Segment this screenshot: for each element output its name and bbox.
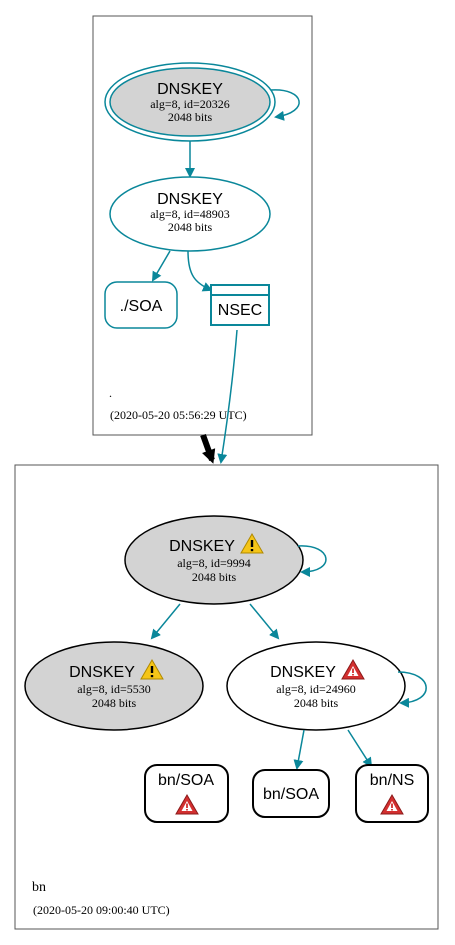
node-bn-dnskey-5530-bits: 2048 bits <box>92 696 137 710</box>
zone-box-bn <box>14 464 439 930</box>
error-icon <box>380 794 404 815</box>
zone-box-root <box>92 15 313 436</box>
node-bn-soa[interactable]: bn/SOA <box>252 769 330 818</box>
edge-bn-right-soa <box>293 729 305 770</box>
zone-name-root: . <box>109 386 112 400</box>
node-bn-soa-error-label: bn/SOA <box>158 772 214 789</box>
node-bn-ksk-bits: 2048 bits <box>192 570 237 584</box>
edge-bn-dnskey-24960-self <box>397 671 427 708</box>
node-bn-dnskey-24960[interactable]: DNSKEY alg=8, id=24960 2048 bits <box>226 641 406 731</box>
node-bn-ns-label: bn/NS <box>370 772 414 789</box>
node-bn-dnskey-24960-title: DNSKEY <box>270 664 336 681</box>
node-bn-dnskey-5530-title: DNSKEY <box>69 664 135 681</box>
zone-name-bn: bn <box>32 880 46 895</box>
node-bn-dnskey-24960-alg: alg=8, id=24960 <box>276 682 356 696</box>
node-bn-dnskey-24960-bits: 2048 bits <box>294 696 339 710</box>
node-root-soa-label: ./SOA <box>120 298 163 315</box>
node-root-ksk-alg: alg=8, id=20326 <box>150 97 230 111</box>
warning-icon <box>240 533 264 554</box>
edge-root-ksk-self <box>270 89 300 121</box>
edge-bn-ksk-right <box>249 603 280 640</box>
node-bn-soa-label: bn/SOA <box>263 786 319 803</box>
node-root-zsk[interactable]: DNSKEY alg=8, id=48903 2048 bits <box>109 176 271 252</box>
node-bn-ns[interactable]: bn/NS <box>355 764 429 823</box>
node-root-zsk-bits: 2048 bits <box>168 220 213 234</box>
node-bn-ksk-alg: alg=8, id=9994 <box>177 556 251 570</box>
node-root-nsec[interactable]: NSEC <box>210 284 270 326</box>
edge-delegation-root-bn <box>200 433 216 464</box>
edge-bn-ksk-left <box>150 603 181 640</box>
zone-timestamp-root: (2020-05-20 05:56:29 UTC) <box>110 408 247 422</box>
node-root-ksk[interactable]: DNSKEY alg=8, id=20326 2048 bits <box>104 62 276 142</box>
edge-bn-ksk-self <box>297 545 327 577</box>
node-bn-ksk-title: DNSKEY <box>169 538 235 555</box>
node-root-ksk-title: DNSKEY <box>157 81 223 98</box>
error-icon <box>341 659 365 680</box>
node-root-zsk-alg: alg=8, id=48903 <box>150 207 230 221</box>
edge-nsec-bn <box>217 329 238 464</box>
edge-root-zsk-soa <box>151 250 171 282</box>
node-bn-soa-error[interactable]: bn/SOA <box>144 764 229 823</box>
node-bn-dnskey-5530-alg: alg=8, id=5530 <box>77 682 151 696</box>
node-root-soa[interactable]: ./SOA <box>104 281 178 329</box>
zone-timestamp-bn: (2020-05-20 09:00:40 UTC) <box>33 903 170 917</box>
node-root-zsk-title: DNSKEY <box>157 191 223 208</box>
node-bn-ksk[interactable]: DNSKEY alg=8, id=9994 2048 bits <box>124 515 304 605</box>
node-root-nsec-label: NSEC <box>218 302 262 319</box>
error-icon <box>175 794 199 815</box>
edge-bn-right-ns <box>347 729 373 768</box>
edge-root-zsk-nsec <box>187 250 213 292</box>
warning-icon <box>140 659 164 680</box>
node-root-ksk-bits: 2048 bits <box>168 110 213 124</box>
node-bn-dnskey-5530[interactable]: DNSKEY alg=8, id=5530 2048 bits <box>24 641 204 731</box>
